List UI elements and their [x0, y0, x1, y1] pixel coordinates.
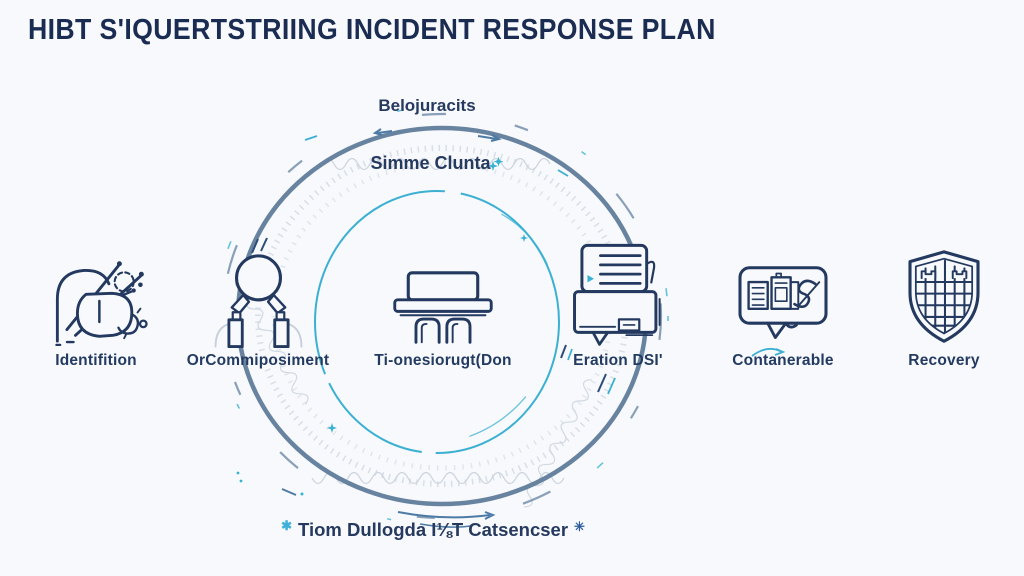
- bottom-caption: ✱ Tiom Dullogda I⅛T Catsencser ✳: [281, 518, 585, 541]
- printer-message-icon: [573, 243, 661, 346]
- stage-label: Eration DSI': [573, 352, 663, 369]
- circle-caption-text: Simme Clunta: [370, 153, 491, 173]
- top-caption: Belojuracits: [378, 96, 476, 115]
- stage-label: Recovery: [908, 352, 980, 369]
- inner-ring: [314, 190, 560, 454]
- shield-grid-icon: [908, 250, 980, 343]
- cycle-arrow-icon: [372, 128, 502, 142]
- stage-label: Identifition: [55, 352, 137, 369]
- chat-device-icon: [738, 266, 828, 339]
- sparkle-icon: ✳: [574, 519, 585, 534]
- stage-contanerable: Contanerable: [698, 238, 868, 370]
- stage-label: OrCommiposiment: [186, 352, 330, 369]
- bench-table-icon: [393, 271, 493, 344]
- stage-identifition: Identifition: [11, 238, 181, 370]
- cycle-arrow-icon: [281, 488, 496, 528]
- sparkle-icon: [236, 161, 528, 496]
- sparkle-icon: ✦: [493, 155, 504, 169]
- search-analysis-icon: [54, 261, 148, 347]
- bottom-caption-text: Tiom Dullogda I⅛T Catsencser: [297, 519, 569, 540]
- accent-mark-icon: [304, 135, 786, 395]
- sparkle-icon: ✱: [281, 518, 292, 533]
- stage-recovery: Recovery: [859, 238, 1024, 370]
- accent-mark-icon: [251, 237, 607, 393]
- page-title: HIBT S'IQUERTSTRIING INCIDENT RESPONSE P…: [28, 14, 716, 46]
- stage-label: Contanerable: [732, 352, 834, 369]
- circle-caption: Simme Clunta ✦: [370, 153, 503, 174]
- stage-tionesiorugtdon: Ti-onesiorugt(Don: [358, 238, 528, 370]
- stage-label: Ti-onesiorugt(Don: [374, 352, 512, 369]
- figure-pillars-icon: [214, 254, 302, 349]
- stage-orcommiposiment: OrCommiposiment: [173, 238, 343, 370]
- stage-erationdsi: Eration DSI': [533, 238, 703, 370]
